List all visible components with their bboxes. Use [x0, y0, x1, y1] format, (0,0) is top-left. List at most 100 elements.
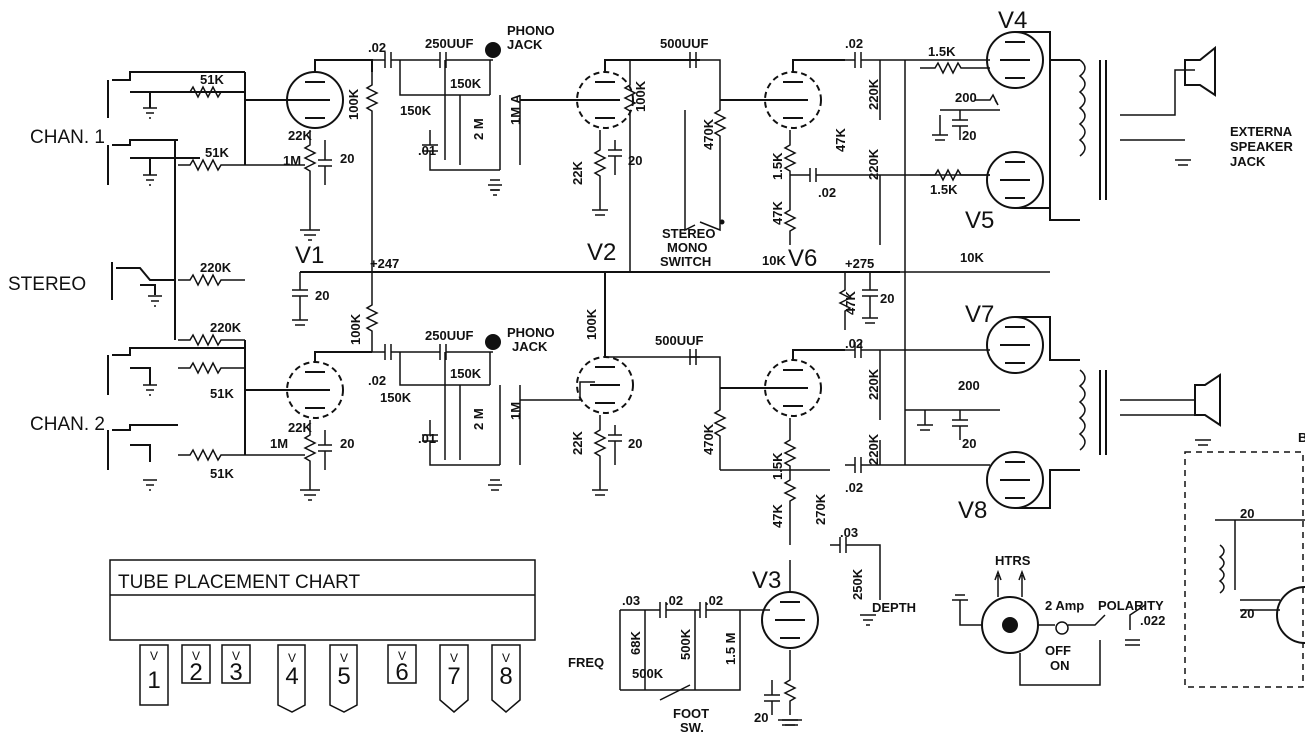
- switch-line1: STEREO: [662, 226, 715, 241]
- c-20-v4v5: 20: [962, 128, 976, 143]
- v1-label: V1: [295, 242, 324, 269]
- phono2-line2: JACK: [512, 339, 548, 354]
- switch-line2: MONO: [667, 240, 707, 255]
- c-01-1: .01: [418, 143, 436, 158]
- v1-plate-loads: [292, 60, 900, 352]
- stereo-mono-switch: [684, 110, 725, 232]
- ext-spk-line2: SPEAKER: [1230, 139, 1293, 154]
- c-20-v3: 20: [754, 710, 768, 725]
- slot-5-n: 5: [337, 663, 350, 690]
- r-47k-v6a: 47K: [833, 128, 848, 152]
- v7-tube: [986, 316, 1044, 374]
- r-510k: 500K: [678, 628, 693, 660]
- tone-stack-1: [372, 42, 521, 191]
- c-01-2: .01: [418, 431, 436, 446]
- r-51k-1: 51K: [200, 72, 224, 87]
- r-10k-275: 10K: [960, 250, 984, 265]
- r-15k-v5: 1.5K: [930, 182, 958, 197]
- v6-label: V6: [788, 245, 817, 272]
- c-20-v2b: 20: [628, 436, 642, 451]
- c-20-v1a: 20: [340, 151, 354, 166]
- r-22k-v1b: 22K: [288, 420, 312, 435]
- r-15k-v6b: 1.5K: [770, 452, 785, 480]
- tone-stack-2: [372, 334, 595, 491]
- c-500-2: 500UUF: [655, 333, 703, 348]
- r-15k-v6a: 1.5K: [770, 152, 785, 180]
- c-03-a: .03: [622, 593, 640, 608]
- r-250k: 250K: [850, 568, 865, 600]
- r-22k-v2b: 22K: [570, 431, 585, 455]
- r-22k-v1a: 22K: [288, 128, 312, 143]
- r-220k-pi2: 220K: [866, 148, 881, 180]
- b-plus-275: +275: [845, 256, 874, 271]
- grounds: [490, 159, 1211, 726]
- bplus-275-node: [830, 271, 1050, 330]
- r-270k: 270K: [813, 493, 828, 525]
- r-2m-2: 2 M: [471, 408, 486, 430]
- slot-5-v: V: [340, 651, 348, 665]
- r-47k-v6a2: 47K: [770, 201, 785, 225]
- c-250-1: 250UUF: [425, 36, 473, 51]
- r-470k-1: 470K: [701, 118, 716, 150]
- on-label: ON: [1050, 658, 1070, 673]
- coupling-caps: [689, 52, 830, 471]
- v2-tube-b: [576, 272, 700, 496]
- power-socket: [952, 569, 1146, 686]
- stereo-jack: [111, 262, 175, 307]
- c-20-v1b: 20: [340, 436, 354, 451]
- r-22k-v2a: 22K: [570, 161, 585, 185]
- v1-tube-b: [245, 351, 372, 419]
- r-150k-1b: 150K: [400, 103, 432, 118]
- htrs-label: HTRS: [995, 553, 1031, 568]
- r-220k-1: 220K: [200, 260, 232, 275]
- slot-6-n: 6: [395, 659, 408, 686]
- v1-cathode-a: [245, 130, 332, 241]
- r-15k-v4: 1.5K: [928, 44, 956, 59]
- v6-tube-b: [720, 349, 845, 545]
- c-02-trem1: .02: [665, 593, 683, 608]
- b-plus-247: +247: [370, 256, 399, 271]
- freq-label: FREQ: [568, 655, 604, 670]
- v2-label: V2: [587, 239, 616, 266]
- r-220k-2: 220K: [210, 320, 242, 335]
- c-20-bplus: 20: [315, 288, 329, 303]
- c-022: .022: [1140, 613, 1165, 628]
- c-20-275: 20: [880, 291, 894, 306]
- slot-3-v: V: [232, 649, 240, 663]
- r-51k-2: 51K: [205, 145, 229, 160]
- c-02-pi1: .02: [845, 36, 863, 51]
- slot-6-v: V: [398, 649, 406, 663]
- foot-line2: SW.: [680, 720, 704, 735]
- input-resistors: [174, 72, 246, 462]
- r-200-v7v8: 200: [958, 378, 980, 393]
- r-1ma: 1M A: [508, 94, 523, 125]
- output-transformers: [1015, 31, 1221, 509]
- r-150k-2b: 150K: [380, 390, 412, 405]
- v7v8-cathode: [905, 409, 1000, 440]
- c-02-v6c: .02: [845, 480, 863, 495]
- slot-7-v: V: [450, 651, 458, 665]
- v5-tube: [920, 151, 1044, 209]
- v4v5-cathode: [932, 93, 1000, 141]
- v8-label: V8: [958, 497, 987, 524]
- v5-label: V5: [965, 207, 994, 234]
- slot-8-n: 8: [499, 663, 512, 690]
- c-20-v7v8: 20: [962, 436, 976, 451]
- c-03-b: .03: [840, 525, 858, 540]
- r-1m-2: 1M: [508, 402, 523, 420]
- v7-label: V7: [965, 301, 994, 328]
- r-100k-v1b: 100K: [348, 313, 363, 345]
- amp-label: 2 Amp: [1045, 598, 1084, 613]
- v3-label: V3: [752, 567, 781, 594]
- depth-label: DEPTH: [872, 600, 916, 615]
- chan1-label: CHAN. 1: [30, 127, 105, 148]
- r-100k-v2a: 100K: [633, 80, 648, 112]
- c-02-trem2: .02: [705, 593, 723, 608]
- v1-cathode-b: [245, 420, 332, 501]
- slot-7-n: 7: [447, 663, 460, 690]
- slot-2-v: V: [192, 649, 200, 663]
- r-150k-2a: 150K: [450, 366, 482, 381]
- chan1-jacks: [107, 71, 245, 186]
- r-100k-v2b: 100K: [584, 308, 599, 340]
- ext-spk-line3: JACK: [1230, 154, 1266, 169]
